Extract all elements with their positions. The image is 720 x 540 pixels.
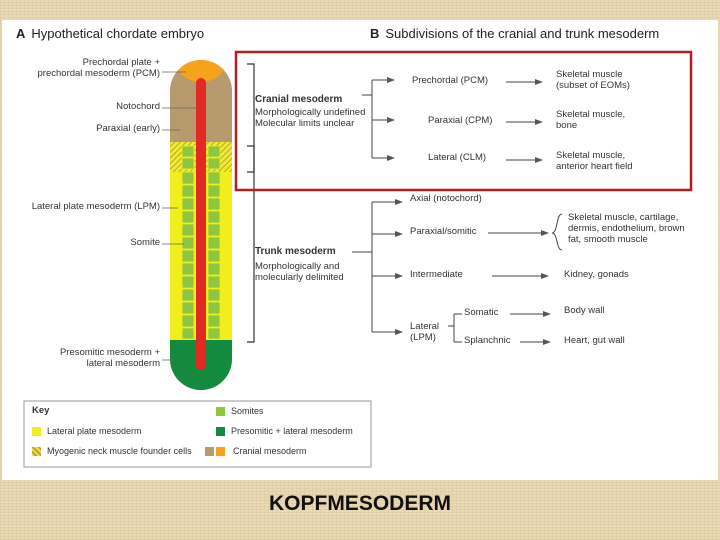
panel-a-pointers xyxy=(162,71,197,361)
cranial-mesoderm-subtitle: Morphologically undefined Molecular limi… xyxy=(255,107,366,129)
key-label-lpm: Lateral plate mesoderm xyxy=(47,426,142,436)
trunk-paraxial-fate: Skeletal muscle, cartilage, dermis, endo… xyxy=(568,212,685,245)
key-box xyxy=(23,400,372,468)
label-presomitic: Presomitic mesoderm + lateral mesoderm xyxy=(59,347,160,369)
panel-a-header: A Hypothetical chordate embryo xyxy=(16,26,204,41)
trunk-tree xyxy=(352,199,563,345)
somite-blocks xyxy=(181,145,221,340)
region-brackets xyxy=(247,63,255,343)
trunk-splanchnic-fate: Heart, gut wall xyxy=(564,335,625,346)
key-label-somites: Somites xyxy=(231,406,264,416)
figure-panel: A Hypothetical chordate embryo Prechordal… xyxy=(2,20,718,480)
cranial-mesoderm-title: Cranial mesoderm xyxy=(255,94,343,105)
cranial-highlight-box xyxy=(234,50,693,192)
panel-a-letter: A xyxy=(16,26,26,41)
trunk-lateral: Lateral (LPM) xyxy=(410,321,440,343)
trunk-splanchnic: Splanchnic xyxy=(464,335,511,346)
trunk-mesoderm-title: Trunk mesoderm xyxy=(255,246,336,257)
key-label-cranial: Cranial mesoderm xyxy=(233,446,307,456)
cranial-branch-lateral: Lateral (CLM) xyxy=(428,152,487,163)
trunk-somatic-fate: Body wall xyxy=(564,305,605,316)
key-swatch-cranial xyxy=(205,446,227,456)
cranial-branch-paraxial: Paraxial (CPM) xyxy=(428,115,493,126)
cranial-branch-prechordal: Prechordal (PCM) xyxy=(412,75,489,86)
key-swatch-lpm xyxy=(32,426,41,436)
label-paraxial-early: Paraxial (early) xyxy=(96,123,160,134)
key-title: Key xyxy=(32,405,50,416)
key-item-somites: Somites xyxy=(216,406,264,416)
cranial-fate-prechordal: Skeletal muscle (subset of EOMs) xyxy=(556,69,630,91)
cranial-tree xyxy=(362,77,543,163)
label-somite: Somite xyxy=(130,237,160,248)
key-label-presomitic: Presomitic + lateral mesoderm xyxy=(231,426,353,436)
key-swatch-presomitic xyxy=(216,426,225,436)
panel-a-title: Hypothetical chordate embryo xyxy=(31,26,205,41)
trunk-intermediate-fate: Kidney, gonads xyxy=(564,269,629,280)
key-swatch-myogenic xyxy=(32,446,41,456)
figure-graphics xyxy=(23,50,693,468)
trunk-mesoderm-subtitle: Morphologically and molecularly delimite… xyxy=(255,261,344,283)
panel-b-letter: B xyxy=(370,26,380,41)
panel-b-header: B Subdivisions of the cranial and trunk m… xyxy=(370,26,659,41)
trunk-intermediate: Intermediate xyxy=(410,269,463,280)
notochord-rod xyxy=(196,78,206,370)
key-label-myogenic: Myogenic neck muscle founder cells xyxy=(47,446,192,456)
key-swatch-somites xyxy=(216,406,225,416)
trunk-paraxial: Paraxial/somitic xyxy=(410,226,477,237)
label-notochord: Notochord xyxy=(116,101,160,112)
label-lpm: Lateral plate mesoderm (LPM) xyxy=(31,201,160,212)
panel-b-title: Subdivisions of the cranial and trunk me… xyxy=(385,26,660,41)
trunk-somatic: Somatic xyxy=(464,307,499,318)
trunk-axial: Axial (notochord) xyxy=(410,193,482,204)
key-item-cranial: Cranial mesoderm xyxy=(205,446,307,456)
key-item-presomitic: Presomitic + lateral mesoderm xyxy=(216,426,353,436)
cranial-fate-paraxial: Skeletal muscle, bone xyxy=(556,109,626,131)
cranial-fate-lateral: Skeletal muscle, anterior heart field xyxy=(556,150,633,172)
key-item-lpm: Lateral plate mesoderm xyxy=(32,426,142,436)
label-prechordal: Prechordal plate + prechordal mesoderm (… xyxy=(37,57,160,79)
key-item-myogenic: Myogenic neck muscle founder cells xyxy=(32,446,192,456)
slide-caption: KOPFMESODERM xyxy=(268,492,451,515)
